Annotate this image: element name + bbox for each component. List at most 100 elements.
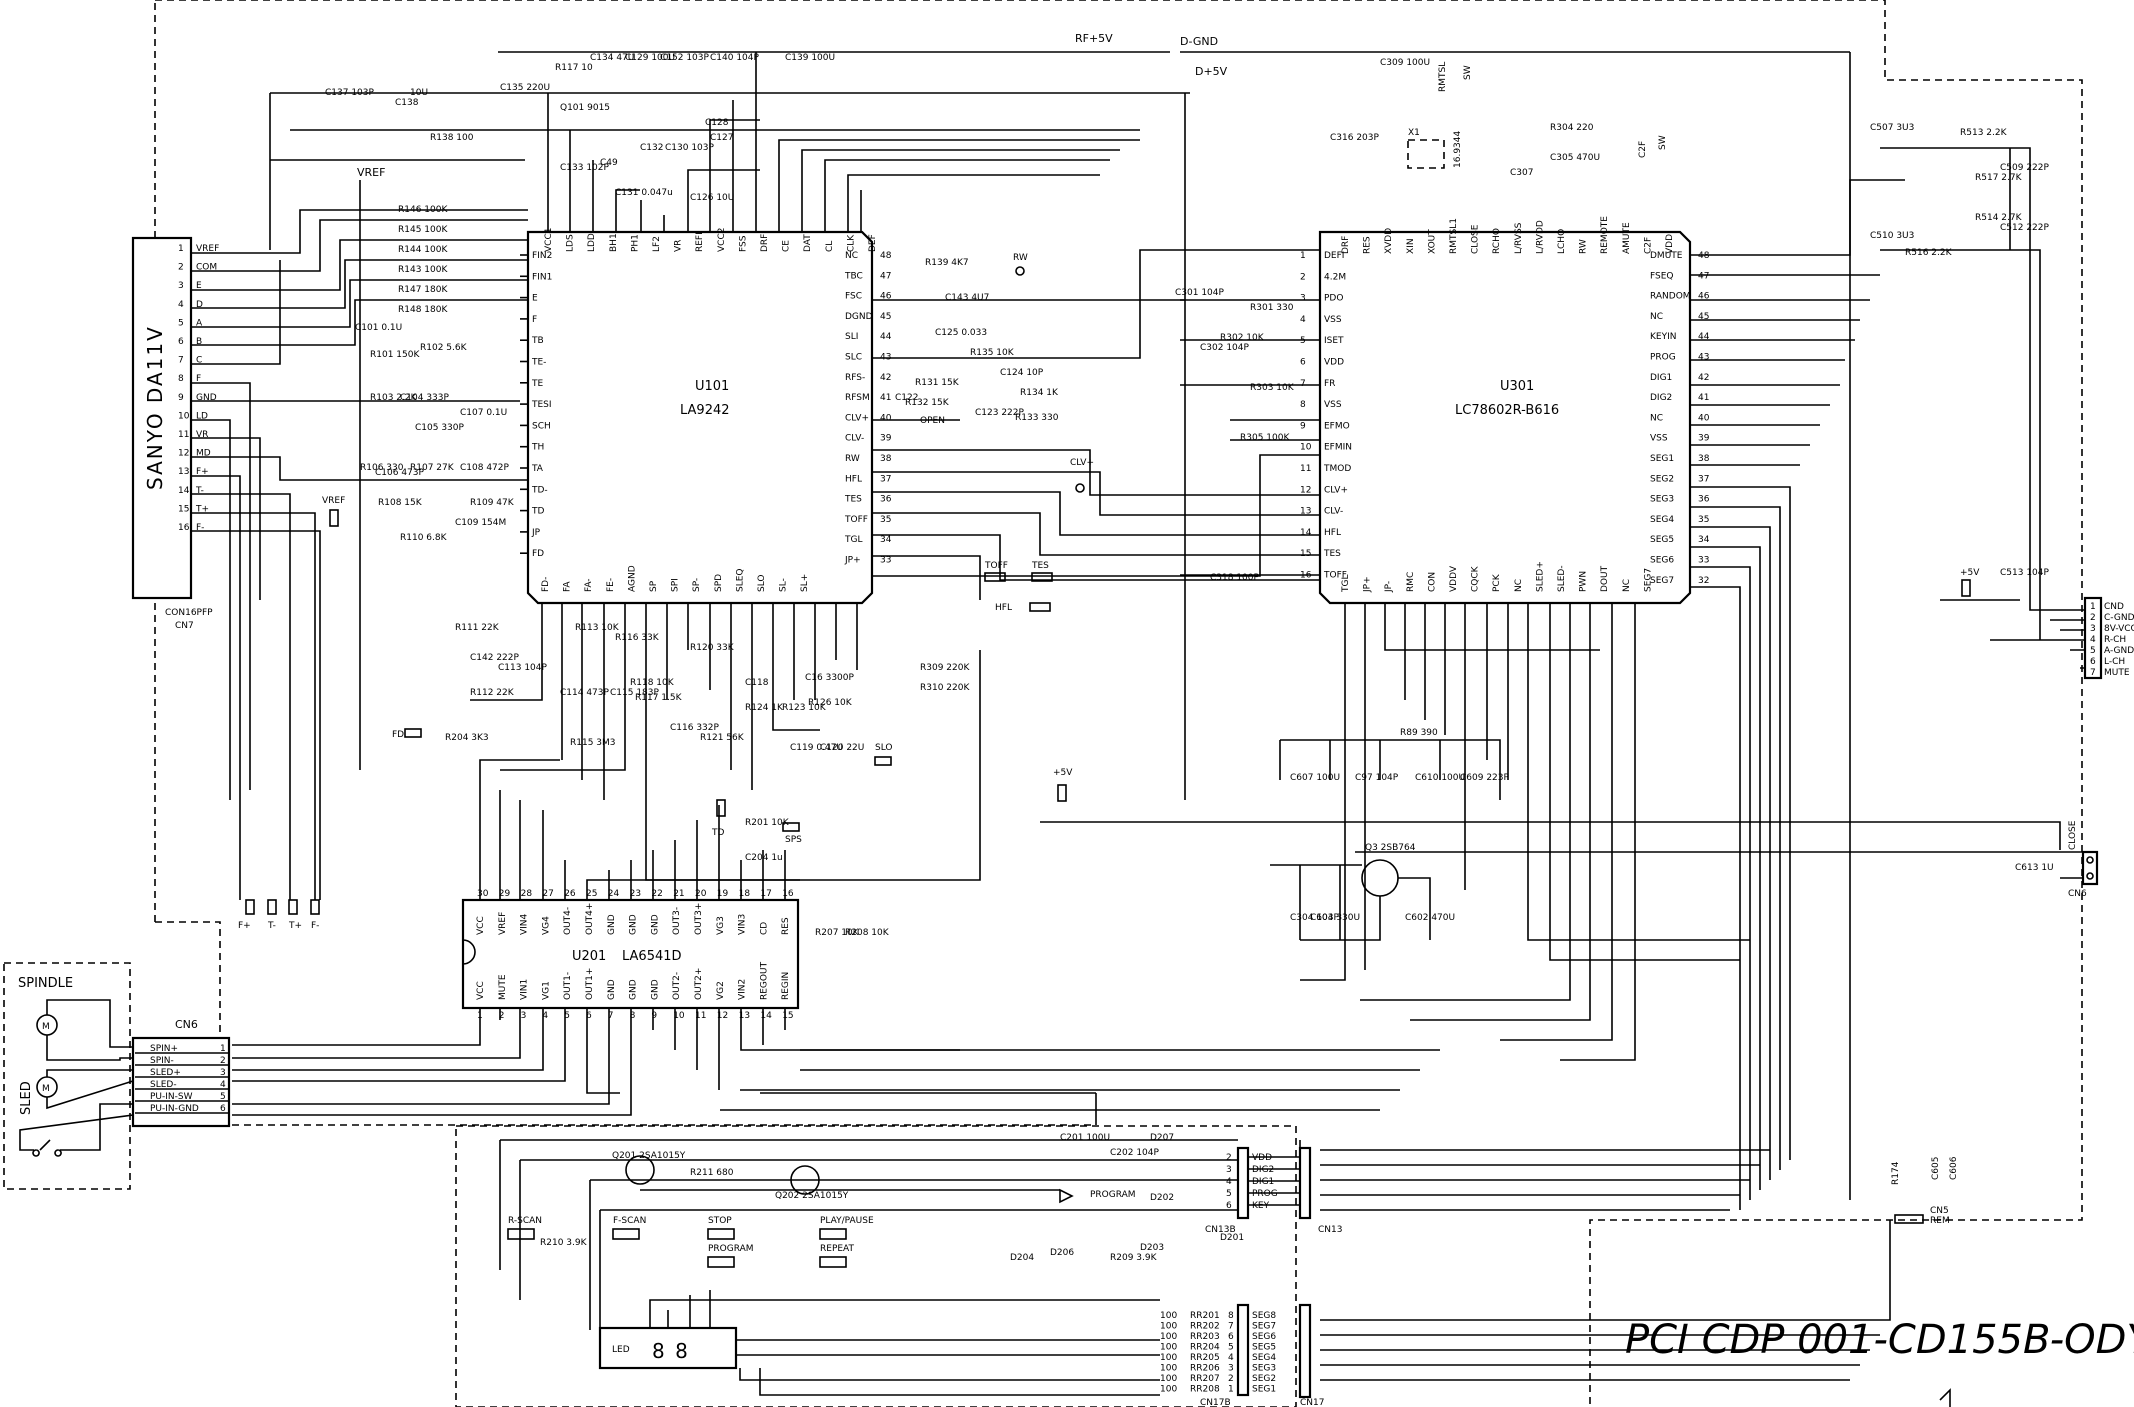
u301-pin-number: 8 bbox=[1300, 400, 1306, 410]
cn7-pin-label: T- bbox=[195, 486, 204, 496]
out-pin-number: 5 bbox=[2090, 646, 2096, 656]
component-label: R116 33K bbox=[615, 633, 660, 643]
u101-pin-left: TD bbox=[531, 507, 544, 517]
component-label: R103 2.2K bbox=[370, 393, 418, 403]
component-label: C316 203P bbox=[1330, 133, 1380, 143]
u301-pin-number: 46 bbox=[1698, 292, 1710, 302]
c605-label: C605 bbox=[1931, 1157, 1941, 1180]
u201-pin-number: 28 bbox=[521, 889, 533, 899]
u201-pin-number: 15 bbox=[782, 1011, 793, 1021]
u101-pin-top: VCC1 bbox=[544, 228, 554, 252]
u301-pin-number: 4 bbox=[1300, 315, 1306, 325]
out-pin-number: 3 bbox=[2090, 624, 2096, 634]
out-pin-number: 2 bbox=[2090, 613, 2096, 623]
component-label: D202 bbox=[1150, 1193, 1174, 1203]
component-label: R89 390 bbox=[1400, 728, 1438, 738]
u101-pin-bottom: FE- bbox=[606, 578, 616, 592]
q201-transistor-icon bbox=[625, 1155, 655, 1185]
u101-pin-left: TE bbox=[531, 379, 543, 389]
u101-pin-left: FIN1 bbox=[532, 272, 552, 282]
component-label: C143 4U7 bbox=[945, 293, 989, 303]
component-label: R516 2.2K bbox=[1905, 248, 1953, 258]
u301-pin-top: VDD bbox=[1665, 234, 1675, 254]
front-transistor-label: Q202 2SA1015Y bbox=[775, 1191, 849, 1201]
cn17-pin-label: SEG1 bbox=[1252, 1385, 1276, 1395]
u301-pin-left: PDO bbox=[1324, 294, 1343, 304]
u201-pin-top: RES bbox=[781, 917, 791, 935]
u101-pin-bottom: SP bbox=[649, 580, 659, 592]
cn17-pin-label: SEG6 bbox=[1252, 1332, 1276, 1342]
u201-pin-number: 10 bbox=[673, 1011, 685, 1021]
seg-resistor-value: 100 bbox=[1160, 1322, 1177, 1332]
u301-pin-bottom: CQCK bbox=[1471, 565, 1481, 592]
toff-label: TOFF bbox=[984, 561, 1008, 571]
cn6-ref: CN6 bbox=[175, 1018, 198, 1031]
component-label: R207 10K bbox=[815, 928, 860, 938]
u201-pin-bottom: REGIN bbox=[781, 972, 791, 1000]
component-label: D201 bbox=[1220, 1233, 1244, 1243]
front-button-label: REPEAT bbox=[820, 1244, 855, 1254]
seg-resistor-ref: RR202 bbox=[1190, 1322, 1220, 1332]
component-label: R131 15K bbox=[915, 378, 960, 388]
close-label: CLOSE bbox=[2068, 820, 2078, 850]
u101-pin-left: TD- bbox=[531, 485, 548, 495]
cn6-pin-number: 3 bbox=[220, 1068, 226, 1078]
u301-pin-right: PROG bbox=[1650, 353, 1676, 363]
u301-pin-number: 3 bbox=[1300, 294, 1306, 304]
u101-pin-top: CLK bbox=[846, 234, 856, 252]
cn17-pin-label: SEG7 bbox=[1252, 1322, 1276, 1332]
front-button-label: STOP bbox=[708, 1216, 732, 1226]
component-label: C133 102P bbox=[560, 163, 610, 173]
close-ref: CN6 bbox=[2068, 889, 2087, 899]
component-label: R208 10K bbox=[845, 928, 890, 938]
u301-pin-left: TES bbox=[1323, 549, 1341, 559]
u301-pin-number: 35 bbox=[1698, 515, 1709, 525]
component-label: C135 220U bbox=[500, 83, 550, 93]
u101-pin-number: 45 bbox=[880, 312, 891, 322]
u201-pin-bottom: OUT1- bbox=[563, 972, 573, 1000]
u201-pin-number: 8 bbox=[630, 1011, 636, 1021]
component-label: C602 470U bbox=[1405, 913, 1455, 923]
u201-pin-top: GND bbox=[607, 914, 617, 935]
cn17-pin-label: SEG4 bbox=[1252, 1353, 1276, 1363]
component-label: C307 bbox=[1510, 168, 1533, 178]
u301-pin-top: L/RVDD bbox=[1535, 220, 1545, 254]
out-pin-label: R-CH bbox=[2104, 635, 2126, 645]
front-panel-outline bbox=[455, 1125, 1297, 1407]
component-label: R201 10K bbox=[745, 818, 790, 828]
u301-pin-number: 36 bbox=[1698, 495, 1710, 505]
u101-pin-right: CLV+ bbox=[845, 413, 869, 423]
cn13-pin-number: 4 bbox=[1226, 1177, 1232, 1187]
component-label: R303 10K bbox=[1250, 383, 1295, 393]
cn7-pin-label: F bbox=[196, 374, 201, 384]
u301-ic: U301 LC78602R-B616 DEFI14.2M2PDO3VSS4ISE… bbox=[1300, 216, 1710, 605]
u301-pin-number: 10 bbox=[1300, 443, 1312, 453]
fplus-label: F+ bbox=[238, 921, 251, 931]
u301-pin-bottom: JP+ bbox=[1363, 576, 1373, 593]
out-pin-label: L-CH bbox=[2104, 657, 2125, 667]
component-label: C610 100U bbox=[1415, 773, 1465, 783]
u201-pin-number: 27 bbox=[542, 889, 553, 899]
led-label: LED bbox=[612, 1345, 630, 1355]
rw-label: RW bbox=[1013, 253, 1028, 263]
u301-pin-top: XOUT bbox=[1427, 229, 1437, 254]
cn7-pin-number: 1 bbox=[178, 244, 184, 254]
component-label: R117 10 bbox=[555, 63, 593, 73]
rail-dgnd-label: D-GND bbox=[1180, 35, 1218, 48]
u201-pin-top: VG4 bbox=[541, 916, 551, 935]
u301-pin-right: NC bbox=[1650, 413, 1663, 423]
u101-pin-right: RFS- bbox=[845, 373, 865, 383]
component-label: R108 15K bbox=[378, 498, 423, 508]
component-label: C113 104P bbox=[498, 663, 548, 673]
component-label: R210 3.9K bbox=[540, 1238, 588, 1248]
u201-ic: U201 LA6541D VCC30VREF29VIN428VG427OUT4-… bbox=[461, 889, 800, 1021]
component-label: C122 bbox=[895, 393, 918, 403]
program-led-label: PROGRAM bbox=[1090, 1190, 1136, 1200]
u101-pin-left: TA bbox=[531, 464, 544, 474]
u301-pin-left: DEFI bbox=[1324, 251, 1344, 261]
u301-pin-bottom: SLED- bbox=[1557, 565, 1567, 592]
component-label: D206 bbox=[1050, 1248, 1074, 1258]
component-label: C118 bbox=[745, 678, 769, 688]
front-button-icon bbox=[819, 1228, 847, 1240]
